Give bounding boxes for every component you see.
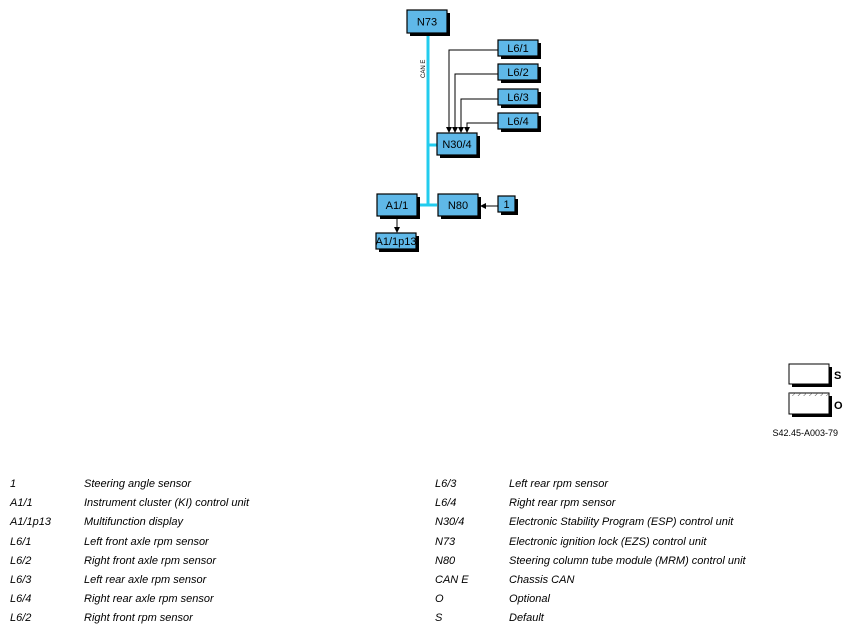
box-n73: N73	[406, 9, 450, 36]
legend-desc: Chassis CAN	[509, 573, 575, 586]
svg-text:N80: N80	[448, 200, 468, 212]
box-l6-1: L6/1	[497, 39, 541, 59]
box-n30-4: N30/4	[436, 132, 480, 158]
legend-desc: Right front axle rpm sensor	[84, 554, 217, 567]
box-a1-1p13: A1/1p13	[375, 232, 419, 252]
box-l6-3: L6/3	[497, 88, 541, 108]
legend-code: A1/1p13	[10, 516, 51, 529]
wiring-diagram: CAN E N73 L6/1 L6/2 L6/3 L6/4 N30/4	[375, 9, 843, 438]
legend-code: L6/1	[10, 535, 32, 548]
box-a1-1: A1/1	[376, 193, 420, 219]
legend-desc: Left rear axle rpm sensor	[84, 573, 207, 586]
wire-l6-3	[458, 98, 498, 133]
legend-code: S	[435, 612, 443, 625]
legend-code: L6/2	[10, 554, 32, 567]
wire-l6-2	[452, 73, 498, 133]
box-n80: N80	[437, 193, 481, 219]
svg-text:A1/1: A1/1	[386, 200, 409, 212]
svg-text:N73: N73	[417, 17, 437, 29]
wire-l6-1	[446, 49, 498, 133]
key-standard: S	[788, 363, 841, 387]
can-bus-line	[426, 35, 437, 207]
svg-text:1: 1	[503, 199, 509, 211]
legend-desc: Right front rpm sensor	[84, 612, 193, 625]
reference-code: S42.45-A003-79	[772, 428, 838, 438]
legend-desc: Electronic ignition lock (EZS) control u…	[509, 535, 707, 548]
legend-desc: Multifunction display	[84, 516, 184, 529]
legend-code: O	[435, 593, 444, 606]
svg-text:L6/3: L6/3	[507, 92, 528, 104]
legend-code: L6/4	[10, 593, 32, 606]
wire-l6-4	[464, 122, 498, 133]
legend-desc: Left rear rpm sensor	[509, 478, 609, 490]
svg-text:L6/4: L6/4	[507, 116, 528, 128]
legend-desc: Left front axle rpm sensor	[84, 535, 209, 548]
legend-code: CAN E	[435, 573, 469, 586]
legend-code: A1/1	[10, 497, 33, 510]
legend-code: L6/3	[435, 478, 457, 490]
svg-text:L6/2: L6/2	[507, 67, 528, 79]
legend-desc: Instrument cluster (KI) control unit	[84, 497, 250, 510]
can-bus-label: CAN E	[421, 60, 427, 78]
key-optional: O	[788, 392, 843, 417]
box-sensor-1: 1	[497, 195, 518, 215]
box-l6-4: L6/4	[497, 112, 541, 132]
legend-code: L6/3	[10, 573, 32, 586]
legend-desc: Right rear rpm sensor	[509, 497, 616, 510]
legend-desc: Electronic Stability Program (ESP) contr…	[509, 516, 734, 529]
svg-text:L6/1: L6/1	[507, 43, 528, 55]
legend-code: N30/4	[435, 516, 465, 529]
legend-code: L6/2	[10, 612, 32, 625]
svg-text:O: O	[834, 400, 843, 412]
svg-text:A1/1p13: A1/1p13	[376, 236, 417, 248]
legend-code: L6/4	[435, 497, 457, 510]
legend-code: N80	[435, 554, 456, 567]
legend-desc: Steering angle sensor	[84, 478, 192, 490]
legend-desc: Default	[509, 612, 544, 625]
svg-text:N30/4: N30/4	[442, 139, 471, 151]
svg-text:S: S	[834, 370, 841, 382]
legend-code: N73	[435, 535, 456, 548]
box-l6-2: L6/2	[497, 63, 541, 83]
legend-desc: Right rear axle rpm sensor	[84, 593, 214, 606]
legend-code: 1	[10, 478, 17, 490]
legend-desc: Optional	[509, 593, 550, 606]
legend-desc: Steering column tube module (MRM) contro…	[509, 554, 746, 567]
